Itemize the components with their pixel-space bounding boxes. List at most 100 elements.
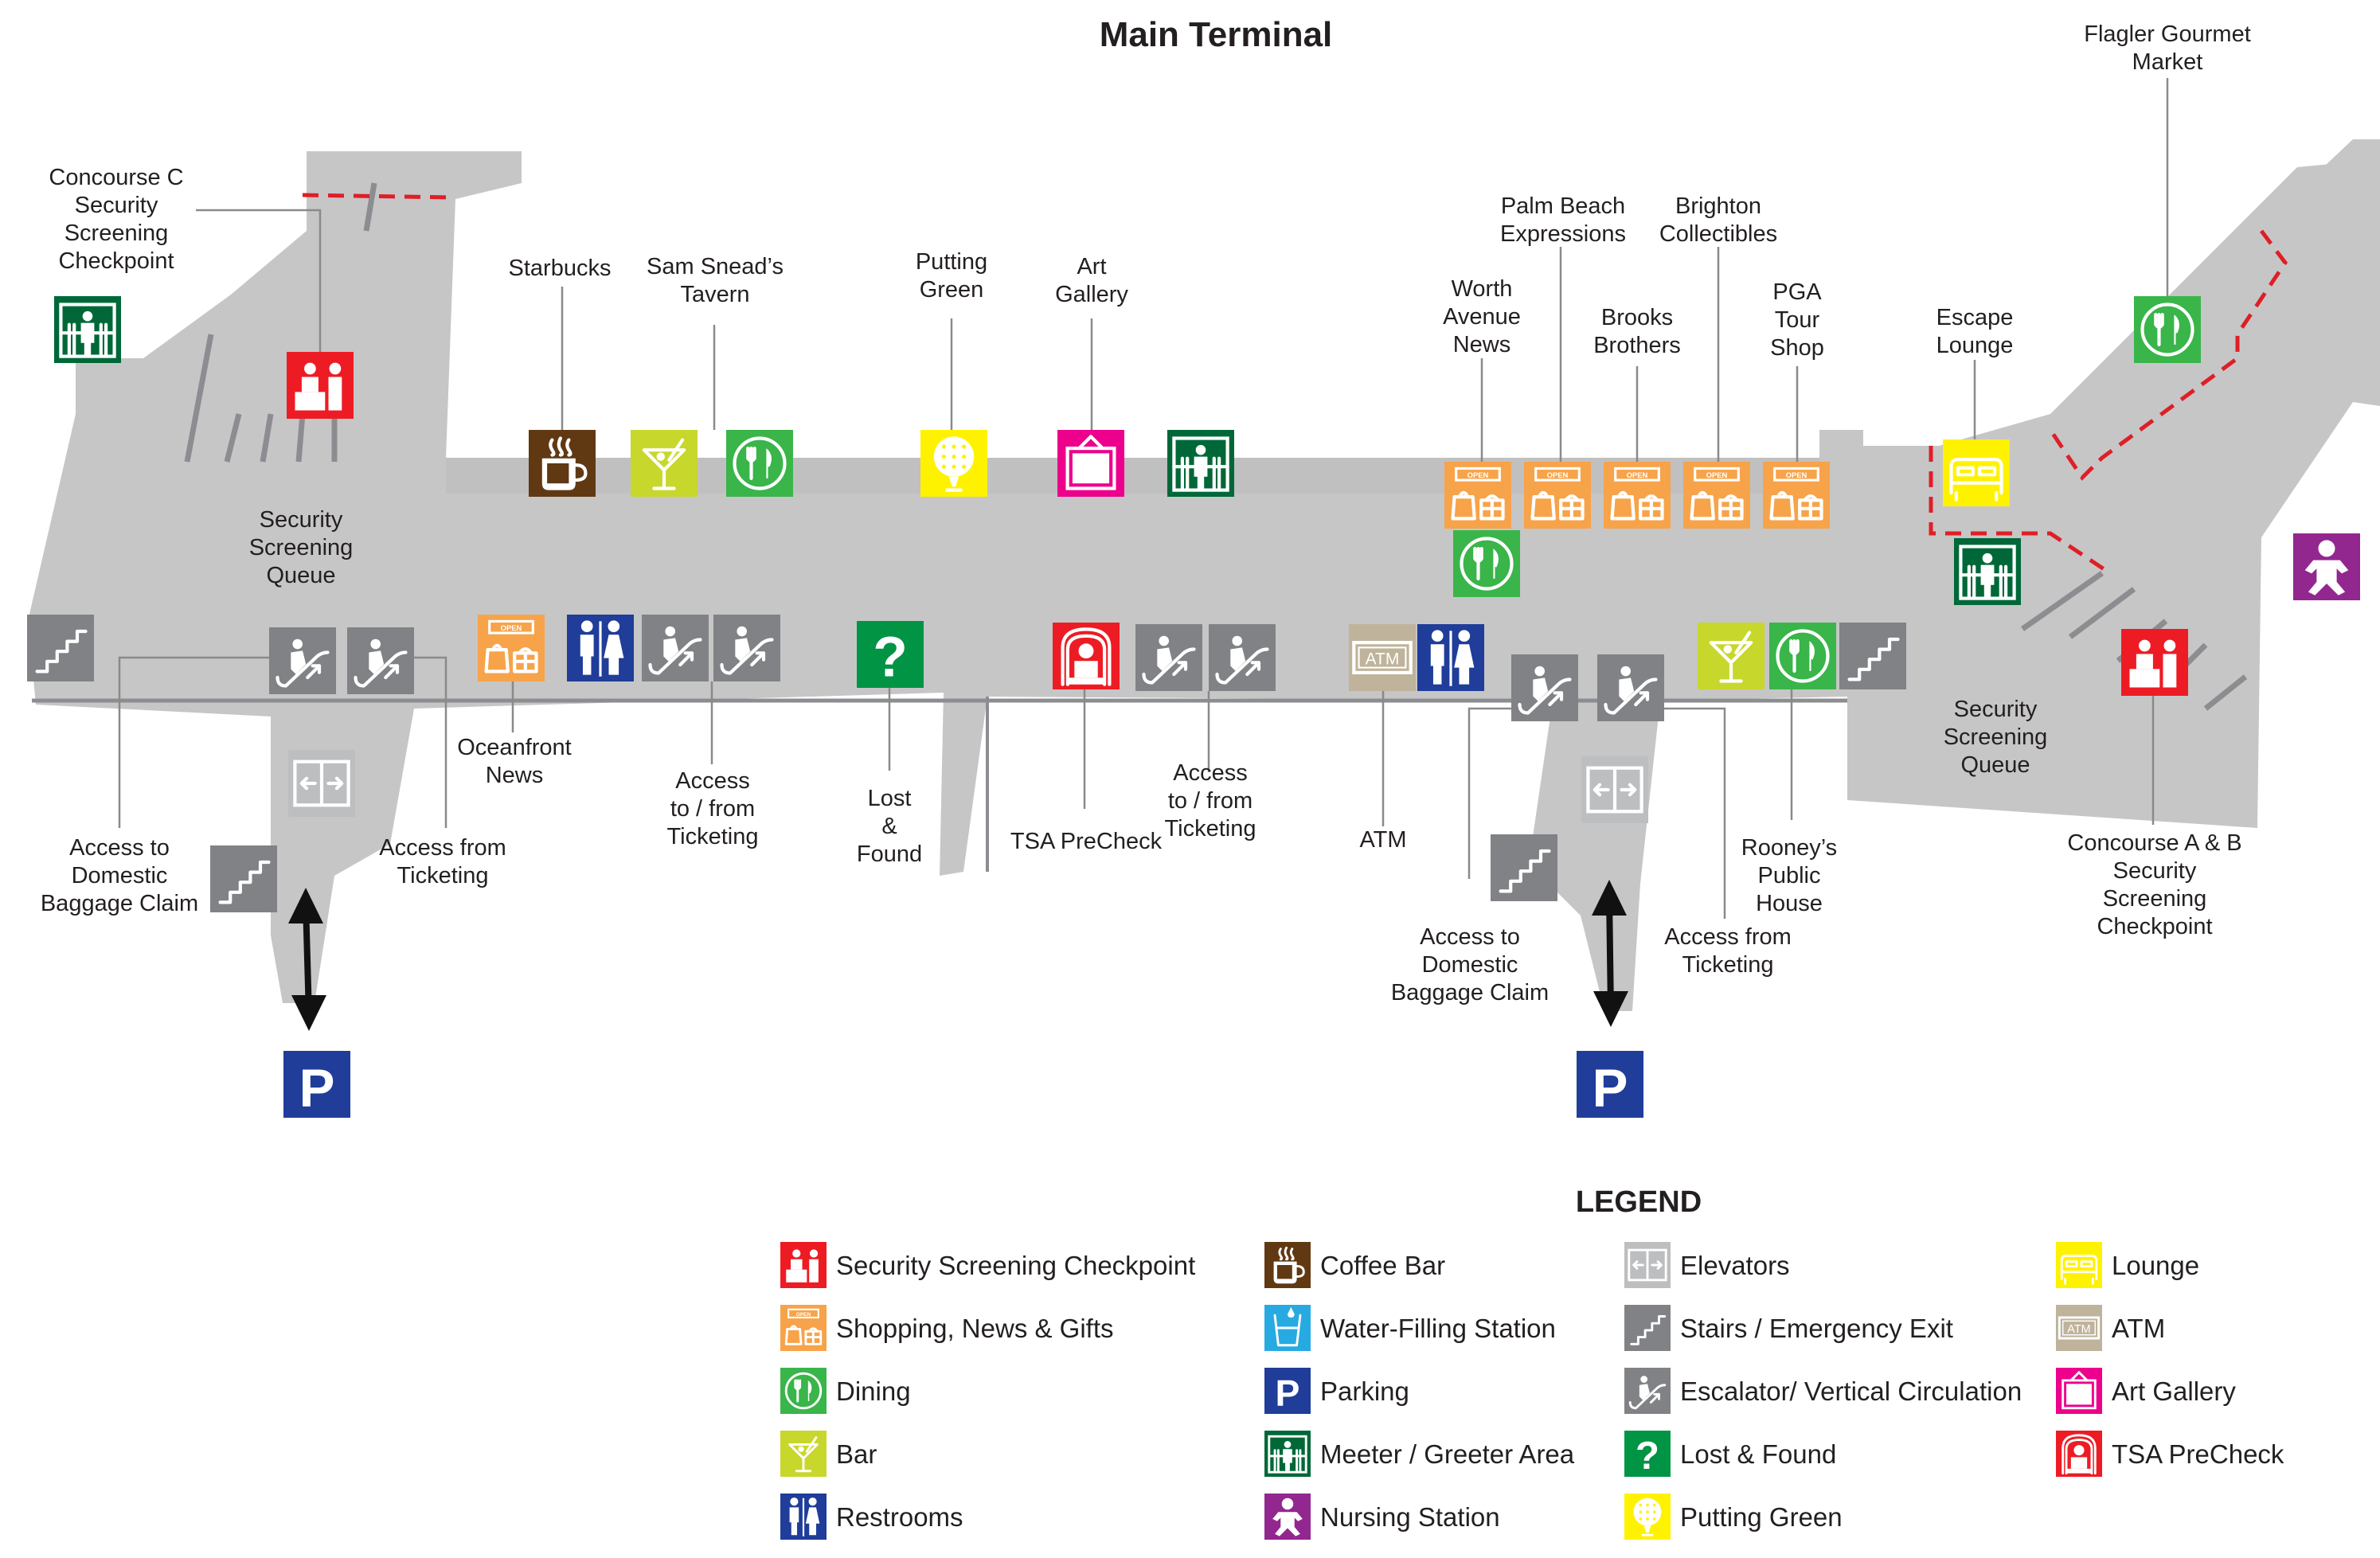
bar-icon: [1698, 623, 1764, 689]
label-line: ATM: [1359, 827, 1406, 853]
coffee-bar-icon: [1264, 1242, 1311, 1288]
label-line: Tavern: [680, 282, 749, 307]
shopping-icon: OPEN: [1524, 462, 1591, 529]
label-line: Expressions: [1500, 221, 1626, 247]
label-line: Lounge: [1936, 333, 2014, 358]
label-line: Queue: [266, 563, 335, 588]
legend-label: Water-Filling Station: [1320, 1314, 1556, 1343]
legend-item: Art Gallery: [2056, 1368, 2236, 1414]
leader-line: [1467, 707, 1511, 879]
legend-label: Security Screening Checkpoint: [836, 1251, 1195, 1280]
label-line: Tour: [1775, 307, 1820, 333]
main-concourse-floor: [28, 139, 2380, 1011]
label-line: Brooks: [1601, 305, 1673, 330]
dining-icon: [2134, 296, 2201, 363]
escalator-icon: [347, 627, 414, 694]
escalator-icon: [269, 627, 336, 694]
bar-icon: [780, 1431, 827, 1477]
svg-text:OPEN: OPEN: [1467, 471, 1489, 480]
label-line: Ticketing: [667, 824, 759, 849]
label-line: Concourse A & B: [2067, 830, 2241, 856]
label-line: Ticketing: [397, 863, 489, 888]
label-tsa-precheck: TSA PreCheck: [1010, 829, 1163, 854]
legend-title: LEGEND: [1576, 1185, 1702, 1219]
leader-lines: [118, 78, 2169, 919]
legend-item: Elevators: [1624, 1242, 1790, 1288]
parking-icon: P: [1577, 1051, 1643, 1118]
label-line: Brothers: [1593, 333, 1681, 358]
escalator-icon: [1511, 654, 1578, 721]
label-line: Market: [2132, 49, 2203, 75]
label-line: Flagler Gourmet: [2084, 21, 2251, 47]
svg-text:P: P: [1593, 1058, 1628, 1118]
legend-item: Dining: [780, 1368, 911, 1414]
label-line: Security: [2113, 858, 2197, 884]
label-line: Domestic: [1422, 952, 1518, 978]
label-line: Escape: [1936, 305, 2014, 330]
label-line: Security: [75, 193, 158, 218]
svg-text:OPEN: OPEN: [1786, 471, 1807, 480]
svg-text:P: P: [1276, 1373, 1300, 1414]
terminal-floor: [28, 139, 2380, 1011]
bar-icon: [631, 430, 698, 497]
label-line: Access: [675, 768, 749, 794]
label-line: Shop: [1770, 335, 1824, 361]
putting-green-icon: [1624, 1494, 1671, 1540]
dining-icon: [1769, 623, 1836, 689]
label-line: Queue: [1960, 752, 2030, 778]
legend-item: Lounge: [2056, 1242, 2199, 1288]
label-line: Worth: [1452, 276, 1513, 302]
lost-found-icon: ?: [857, 621, 924, 689]
label-line: Concourse C: [49, 165, 183, 190]
label-lost-found: Lost&Found: [857, 786, 922, 867]
legend-label: Lounge: [2112, 1251, 2199, 1280]
atm-icon: ATM: [1349, 624, 1416, 691]
shopping-icon: OPEN: [780, 1305, 827, 1351]
legend-label: Parking: [1320, 1376, 1409, 1406]
nursing-station-icon: [1264, 1494, 1311, 1540]
svg-text:OPEN: OPEN: [1627, 471, 1648, 480]
escalator-icon: [642, 615, 709, 681]
meeter-greeter-icon: [1954, 538, 2021, 605]
art-gallery-icon: [2056, 1368, 2102, 1414]
legend-label: Nursing Station: [1320, 1502, 1500, 1532]
shopping-icon: OPEN: [1604, 462, 1671, 529]
svg-text:?: ?: [1636, 1434, 1659, 1478]
label-line: Starbucks: [509, 256, 612, 281]
legend-label: Bar: [836, 1439, 877, 1469]
elevator-icon: [288, 750, 355, 817]
label-line: to / from: [670, 796, 755, 822]
secure-boundary: [302, 193, 2288, 576]
meeter-greeter-icon: [1264, 1431, 1311, 1477]
double-arrow-right: [1592, 880, 1628, 1027]
water-filling-icon: [1264, 1305, 1311, 1351]
escalator-icon: [1135, 624, 1202, 691]
label-line: &: [881, 814, 897, 839]
legend-label: Putting Green: [1680, 1502, 1843, 1532]
label-line: Palm Beach: [1501, 193, 1625, 219]
legend-label: ATM: [2112, 1314, 2165, 1343]
svg-text:OPEN: OPEN: [796, 1312, 811, 1318]
label-line: Security: [1954, 697, 2038, 722]
checkpoint-c-lanes: [184, 182, 377, 463]
security-checkpoint-icon: [2121, 629, 2188, 696]
coffee-bar-icon: [529, 430, 596, 497]
label-line: Checkpoint: [58, 248, 174, 274]
svg-text:OPEN: OPEN: [1547, 471, 1569, 480]
legend-label: Restrooms: [836, 1502, 963, 1532]
stairs-icon: [1624, 1305, 1671, 1351]
legend-label: Art Gallery: [2112, 1376, 2236, 1406]
